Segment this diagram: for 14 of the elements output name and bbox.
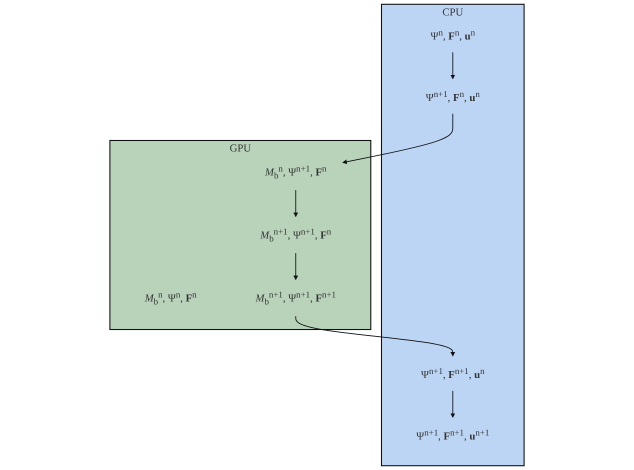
- arrow: [293, 190, 298, 218]
- arrow: [295, 316, 456, 356]
- node-text: Ψ$^{n+1}$, F$^{n}$, u$^{n}$: [426, 88, 480, 104]
- arrow: [293, 252, 298, 280]
- node-text: M$_{b}$$^{n+1}$, Ψ$^{n+1}$, F$^{n+1}$: [256, 290, 336, 306]
- node-text: M$_{b}$$^{n}$, Ψ$^{n}$, F$^{n}$: [144, 290, 197, 306]
- arrow: [450, 390, 456, 418]
- node-text: M$_{b}$$^{n}$, Ψ$^{n+1}$, F$^{n}$: [265, 164, 326, 180]
- node-text: Ψ$^{n+1}$, F$^{n+1}$, u$^{n}$: [421, 366, 485, 381]
- node-text: Ψ$^{n}$, F$^{n}$, u$^{n}$: [430, 27, 476, 42]
- node-text: M$_{b}$$^{n+1}$, Ψ$^{n+1}$, F$^{n}$: [260, 226, 332, 244]
- arrow: [342, 113, 454, 164]
- arrow: [450, 52, 456, 80]
- node-text: Ψ$^{n+1}$, F$^{n+1}$, u$^{n+1}$: [416, 427, 490, 442]
